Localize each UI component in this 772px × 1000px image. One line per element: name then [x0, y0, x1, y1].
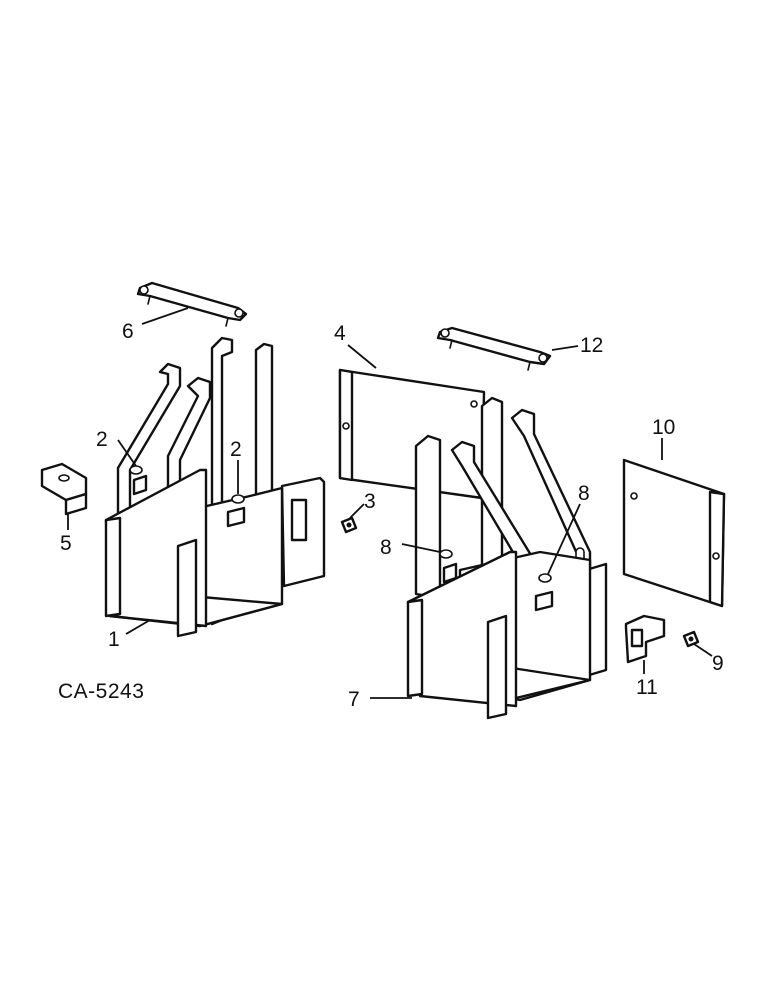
leader-8b: [547, 503, 581, 575]
callout-8b: 8: [578, 482, 590, 505]
leader-3: [349, 503, 365, 519]
callout-2b: 2: [230, 438, 242, 461]
callout-5: 5: [60, 532, 72, 555]
leader-4: [347, 344, 377, 369]
leader-2a: [117, 439, 137, 467]
callout-12: 12: [580, 334, 603, 357]
callout-2a: 2: [96, 428, 108, 451]
callout-10: 10: [652, 416, 675, 439]
leader-lines: [67, 307, 713, 699]
part-10-cover: [622, 458, 726, 608]
part-12-tie-bar: [436, 326, 552, 371]
part-4-cover: [338, 368, 486, 500]
callout-1: 1: [108, 628, 120, 651]
leader-1: [125, 619, 151, 635]
part-1-battery-box: [104, 336, 326, 638]
leader-6: [141, 307, 189, 325]
part-2-nut-b: [231, 494, 245, 504]
part-3-square-nut: [340, 516, 358, 534]
part-9-square-nut: [682, 630, 700, 648]
callout-3: 3: [364, 490, 376, 513]
part-6-tie-bar: [136, 281, 248, 327]
callout-8a: 8: [380, 536, 392, 559]
leader-8a: [401, 543, 441, 553]
leader-12: [551, 345, 579, 351]
part-5-bracket: [40, 462, 88, 516]
callout-labels: 1 2 2 3 4 5 6 7 8 8 9 10 11 12: [60, 320, 724, 711]
leader-9: [693, 643, 713, 657]
part-7-battery-box: [406, 396, 608, 720]
callout-11: 11: [636, 676, 658, 699]
callout-6: 6: [122, 320, 134, 343]
callout-9: 9: [712, 652, 724, 675]
callout-7: 7: [348, 688, 360, 711]
figure-code: CA-5243: [58, 680, 144, 703]
part-2-nut-a: [129, 465, 143, 475]
part-8-nut-b: [538, 573, 552, 583]
part-8-nut-a: [439, 549, 453, 559]
part-11-clip: [624, 614, 666, 664]
callout-4: 4: [334, 322, 346, 345]
